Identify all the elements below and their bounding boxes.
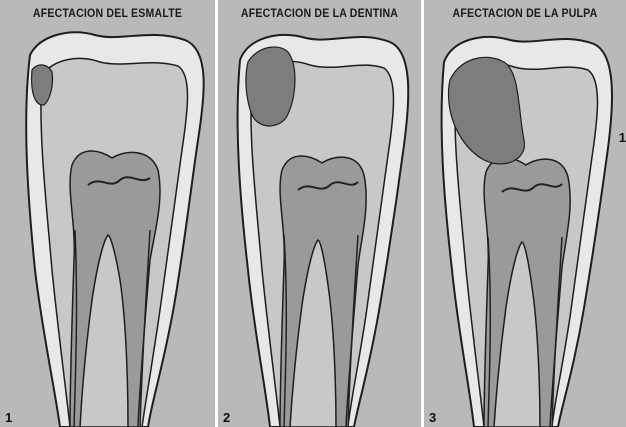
panel-number: 3 [429,410,436,425]
tooth-diagram-enamel [0,0,215,427]
caries-spot [246,47,295,126]
panel-number: 1 [5,410,12,425]
edge-marker: 1 [619,130,626,145]
panel-dentin: AFECTACION DE LA DENTINA 2 [218,0,421,427]
panel-title: AFECTACION DEL ESMALTE [9,8,207,20]
tooth-diagram-pulp [424,0,626,427]
panel-title: AFECTACION DE LA DENTINA [226,8,413,20]
panel-enamel: AFECTACION DEL ESMALTE 1 [0,0,215,427]
tooth-diagram-dentin [218,0,421,427]
panel-pulp: AFECTACION DE LA PULPA 3 1 [424,0,626,427]
panel-number: 2 [223,410,230,425]
panel-title: AFECTACION DE LA PULPA [432,8,618,20]
